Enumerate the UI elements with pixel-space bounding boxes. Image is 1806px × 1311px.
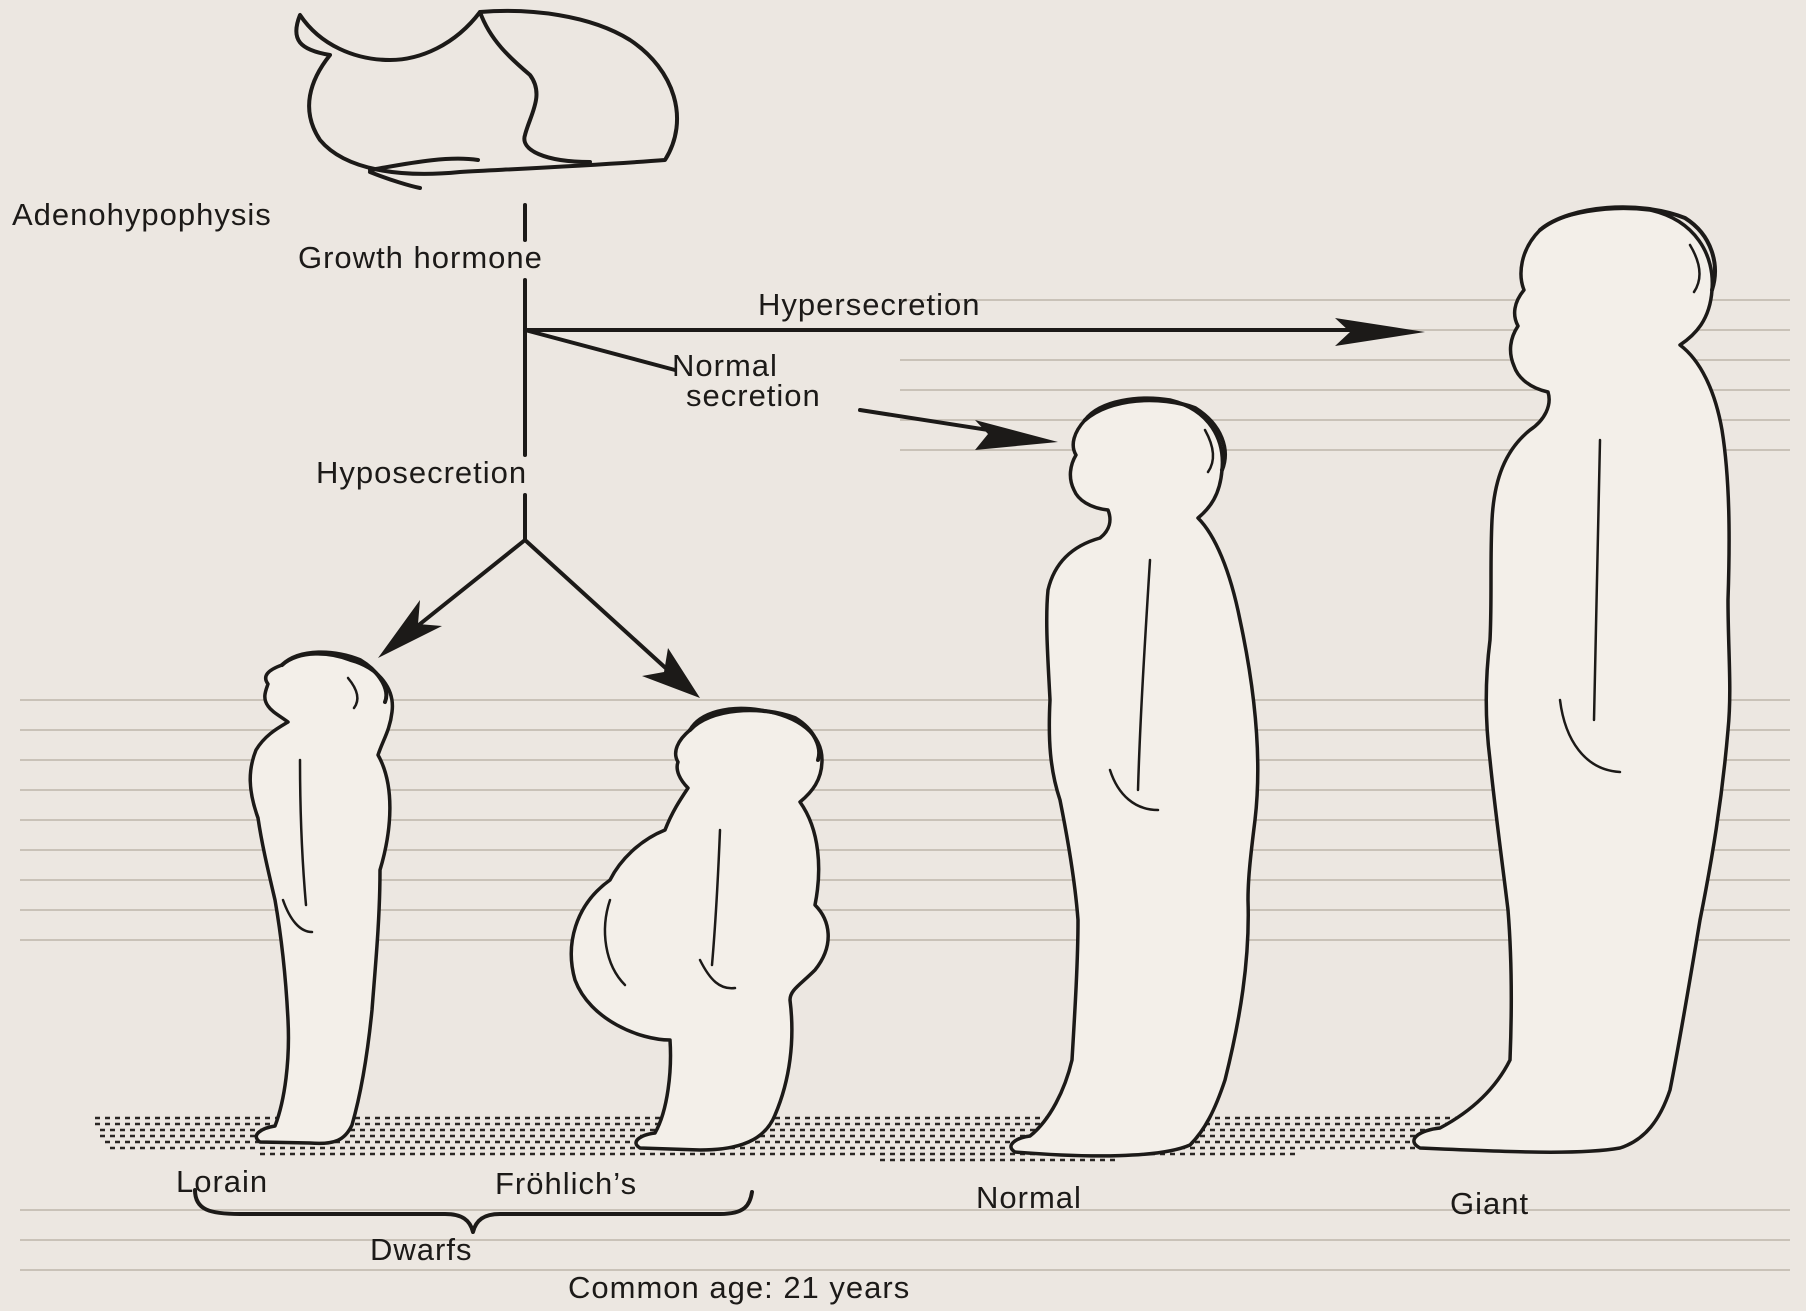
giant-label: Giant <box>1450 1186 1529 1222</box>
lorain-label: Lorain <box>176 1164 268 1200</box>
hypersecretion-label: Hypersecretion <box>758 287 980 323</box>
growth-hormone-label: Growth hormone <box>298 240 543 276</box>
normal-man-figure <box>1011 398 1258 1156</box>
lorain-dwarf-figure <box>250 652 392 1143</box>
hyposecretion-label: Hyposecretion <box>316 455 527 491</box>
normal-figure-label: Normal <box>976 1180 1082 1216</box>
common-age-caption: Common age: 21 years <box>568 1270 910 1306</box>
dwarfs-bracket <box>195 1190 752 1232</box>
hyposecretion-arrows <box>378 540 700 698</box>
pituitary-gland-drawing <box>296 11 677 188</box>
normal-secretion-label-line2: secretion <box>686 378 821 414</box>
adenohypophysis-label: Adenohypophysis <box>12 197 272 233</box>
giant-man-figure <box>1414 207 1730 1152</box>
frohlich-dwarf-figure <box>571 708 828 1150</box>
frohlich-label: Fröhlich’s <box>495 1166 637 1202</box>
dwarfs-label: Dwarfs <box>370 1232 472 1268</box>
